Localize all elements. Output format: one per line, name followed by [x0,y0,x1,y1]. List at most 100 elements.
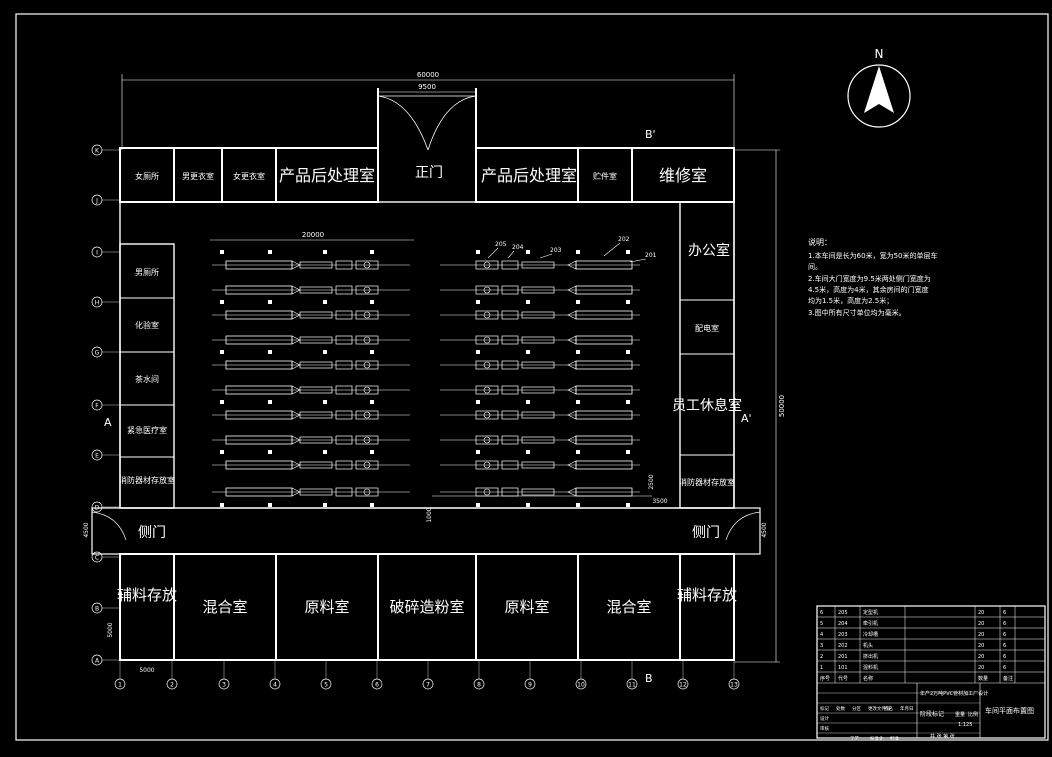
bom-cell: 20 [978,621,984,627]
room-post-process-left: 产品后处理室 [279,166,375,185]
tb-stage: 阶段标记 [920,710,944,718]
row-axis-marker: C [91,551,120,563]
column-marker [370,503,374,507]
row-axis-label: C [95,555,99,562]
bom-cell: 2 [820,654,823,660]
tb-role: 年月日 [900,705,914,712]
room-men-changing: 男更衣室 [182,171,214,181]
dim-side-gate-right: 4500 [761,522,768,537]
row-axis-marker: J [91,194,120,206]
dim-right-h: 2500 [648,474,655,489]
notes-line-1: 1.本车间是长为60米，宽为50米的单层车 [808,251,938,260]
section-b-prime: B' [645,128,656,141]
room-lab: 化验室 [135,320,159,330]
room-men-toilet: 男厕所 [135,267,159,277]
extrusion-line [212,400,640,420]
col-axis-label: 6 [375,682,379,689]
bom-cell: 20 [978,654,984,660]
bom-cell: 3 [820,643,823,649]
tb-role: 签名 [884,705,893,712]
side-gate-left: 侧门 [138,525,166,541]
tb-signoff: 工艺 [850,736,859,742]
dim-bottom-gap: 1000 [426,507,433,522]
room-tea: 茶水间 [135,374,159,384]
tb-signoff: 标准化 [870,735,884,742]
tb-signoff: 设计 [820,715,829,722]
tb-role: 处数 [836,705,845,712]
tb-drawing: 车间平面布置图 [985,706,1034,715]
row-axis-marker: G [91,346,120,358]
bom-cell: 20 [978,632,984,638]
bom-cell: 5 [820,621,823,627]
row-axis-marker: K [91,144,120,156]
notes-line-4: 4.5米，高度为4米，其余房间的门宽度 [808,285,929,294]
bom-cell: 6 [1003,610,1006,616]
dim-room-depth: 5000 [107,622,114,637]
bom-cell: 6 [1003,632,1006,638]
notes-line-6: 3.图中所有尺寸单位均为毫米。 [808,308,906,317]
room-post-process-right: 产品后处理室 [481,166,577,185]
tb-weight: 重量 [955,711,965,718]
column-marker [476,503,480,507]
tb-signoff: 批准 [890,735,899,742]
bom-cell: 名称 [863,675,873,682]
tb-role: 更改文件号 [868,705,891,712]
production-lines [212,250,640,507]
col-axis-marker: 6 [371,660,383,690]
bom-cell: 1 [820,665,823,671]
room-raw-left: 原料室 [304,598,349,616]
row-axis-marker: A [91,654,120,666]
room-maintenance: 维修室 [659,166,707,185]
section-b: B [645,672,653,685]
tb-scale: 比例 [968,711,978,718]
room-mix-left: 混合室 [202,598,247,616]
room-raw-right: 原料室 [504,598,549,616]
right-dimensions: 50000 [734,149,786,663]
bom-cell: 101 [838,665,848,671]
row-axis-label: H [95,300,100,307]
bom-cell: 混料机 [863,664,878,671]
dim-col-spacing: 5000 [139,667,154,674]
tb-sheet: 共 张 第 张 [930,733,955,740]
row-axis-label: D [95,505,100,512]
room-office: 办公室 [688,242,730,259]
col-axis-marker: 8 [473,660,485,690]
bom-cell: 数量 [978,675,988,682]
callout-203: 203 [550,247,562,254]
col-axis-label: 13 [730,682,738,689]
col-axis-label: 9 [528,682,532,689]
room-women-changing: 女更衣室 [233,171,265,181]
col-axis-marker: 11 [626,660,638,690]
left-room-labels: 男厕所 化验室 茶水间 紧急医疗室 消防器材存放室 [119,267,175,485]
dim-total-width: 50000 [778,395,786,417]
notes-heading: 说明： [808,237,832,247]
tb-role: 分区 [852,705,861,712]
room-fire-equipment-right: 消防器材存放室 [679,477,735,487]
bom-cell: 冷却槽 [863,631,878,638]
extrusion-line [212,285,640,295]
row-axis-label: B [95,606,99,613]
room-mix-right: 混合室 [606,598,651,616]
room-power: 配电室 [695,323,719,333]
north-arrow-icon: N [847,47,911,128]
extrusion-line [212,250,640,270]
room-aux-left: 辅料存放 [117,586,177,604]
room-storage: 贮件室 [593,171,617,181]
section-a-prime: A' [741,412,752,425]
col-axis-marker: 12 [677,660,689,690]
dim-line-length: 20000 [302,231,324,239]
right-room-labels: 办公室 配电室 员工休息室 消防器材存放室 [672,242,742,487]
room-aux-right: 辅料存放 [677,586,737,604]
row-axis-marker: B [91,602,120,614]
room-fire-equipment-left: 消防器材存放室 [119,475,175,485]
notes-line-5: 均为1.5米，高度为2.5米； [808,296,893,305]
row-axis-marker: I [91,246,120,258]
callout-204: 204 [512,244,524,251]
tb-role: 标记 [820,705,829,712]
col-axis-label: 10 [577,682,585,689]
room-main-gate: 正门 [415,165,443,181]
row-axis-marker: F [91,399,120,411]
room-crush: 破碎造粉室 [389,598,464,616]
section-a: A [104,416,112,429]
